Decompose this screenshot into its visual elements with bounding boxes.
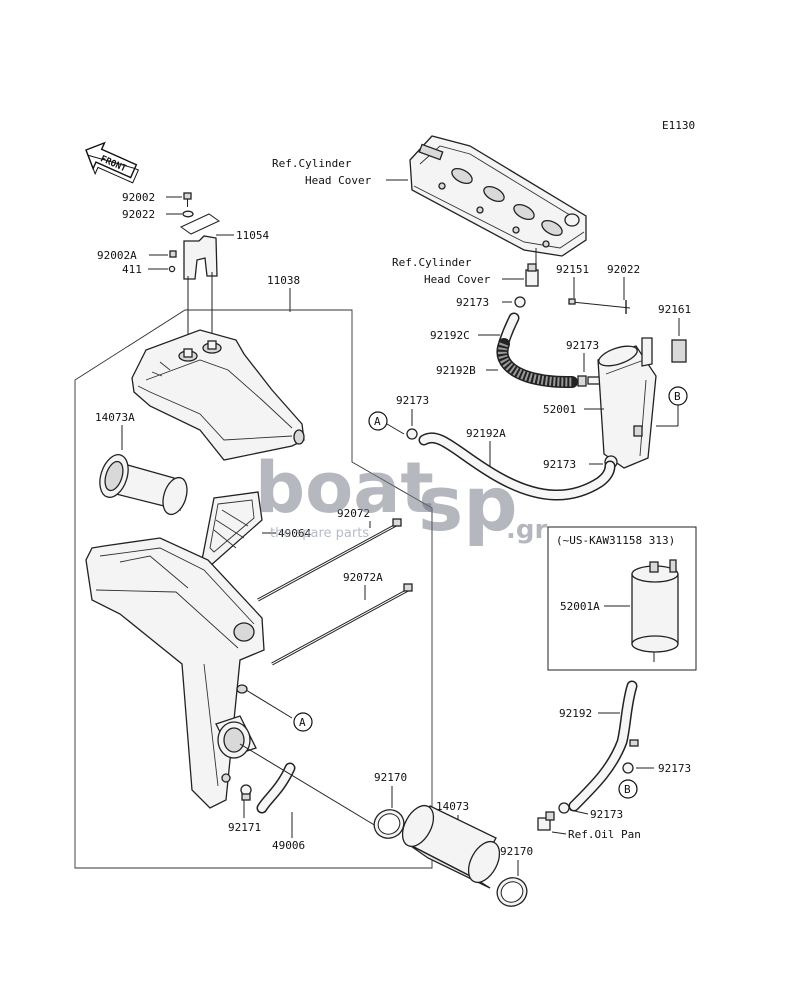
- watermark-sp: sp: [418, 459, 518, 548]
- label-92002: 92002: [122, 191, 155, 204]
- label-92173-a: 92173: [456, 296, 489, 309]
- label-11038: 11038: [267, 274, 300, 287]
- intake-tube-14073A: [99, 454, 188, 516]
- ref-oil-pan: Ref.Oil Pan: [568, 828, 641, 841]
- label-92192A: 92192A: [466, 427, 506, 440]
- label-11054: 11054: [236, 229, 269, 242]
- callout-B-right-label: B: [674, 390, 681, 403]
- clamp-92173-b: [577, 375, 587, 387]
- hose-92192B-corrugated: [496, 338, 578, 388]
- assembly-frame-11038: [74, 309, 433, 869]
- intake-tube-14073: [401, 804, 501, 889]
- label-52001A: 52001A: [560, 600, 600, 613]
- front-arrow-icon: FRONT: [85, 141, 140, 184]
- label-49064: 49064: [278, 527, 311, 540]
- callout-B-lower-label: B: [624, 783, 631, 796]
- label-92192C: 92192C: [430, 329, 470, 342]
- cable-tie-92072A: [271, 583, 413, 666]
- watermark-boat: boat: [255, 447, 434, 529]
- callout-B-lower: [618, 779, 638, 799]
- variant-box-label: (~US-KAW31158 313): [556, 534, 675, 547]
- bolt-92002A-icon: [169, 250, 177, 258]
- airbox-cover: [131, 329, 305, 461]
- bracket-11054: [180, 213, 220, 292]
- ref-cylinder-top-2: Head Cover: [305, 174, 372, 187]
- bolt-92002-icon: [183, 192, 192, 207]
- clamp-92173-d: [406, 428, 418, 440]
- callout-A-lower: [293, 712, 313, 732]
- label-14073A: 14073A: [95, 411, 135, 424]
- clamp-92173-f: [558, 802, 570, 814]
- label-92161: 92161: [658, 303, 691, 316]
- label-92173-e: 92173: [658, 762, 691, 775]
- label-92173-d: 92173: [396, 394, 429, 407]
- label-92173-c: 92173: [543, 458, 576, 471]
- clamp-92173-a: [514, 296, 526, 308]
- oil-pan-fitting: [537, 811, 555, 831]
- cylinder-head-cover: [409, 135, 587, 257]
- callout-A-lower-label: A: [299, 716, 306, 729]
- label-92170-lower: 92170: [500, 845, 533, 858]
- label-92002A: 92002A: [97, 249, 137, 262]
- variant-box: [547, 526, 697, 671]
- watermark-suffix: .gr: [506, 515, 547, 545]
- label-52001: 52001: [543, 403, 576, 416]
- clip-411-icon: [168, 265, 176, 273]
- label-92171: 92171: [228, 821, 261, 834]
- cable-tie-92072: [257, 518, 402, 602]
- label-92170-upper: 92170: [374, 771, 407, 784]
- label-92192B: 92192B: [436, 364, 476, 377]
- label-92022-right: 92022: [607, 263, 640, 276]
- canister-52001A: [631, 559, 679, 662]
- clamp-92171: [240, 784, 252, 801]
- ref-cylinder-mid-2: Head Cover: [424, 273, 491, 286]
- label-49006: 49006: [272, 839, 305, 852]
- label-14073: 14073: [436, 800, 469, 813]
- ref-cylinder-top-1: Ref.Cylinder: [272, 157, 352, 170]
- diagram-id: E1130: [662, 119, 695, 132]
- watermark-sub: the spare parts: [270, 526, 369, 541]
- clamp-92173-e: [622, 762, 634, 774]
- gasket-49064: [201, 491, 263, 567]
- breather-fitting: [525, 263, 539, 287]
- watermark-logo: boat sp .gr the spare parts: [255, 447, 547, 548]
- ref-cylinder-mid-1: Ref.Cylinder: [392, 256, 472, 269]
- airbox-base: [85, 537, 265, 809]
- label-92192: 92192: [559, 707, 592, 720]
- label-92173-f: 92173: [590, 808, 623, 821]
- callout-A-upper: [368, 411, 388, 431]
- label-92022-washer: 92022: [122, 208, 155, 221]
- label-92072A: 92072A: [343, 571, 383, 584]
- label-92151: 92151: [556, 263, 589, 276]
- bolt-92151-icon: [568, 298, 576, 305]
- label-411: 411: [122, 263, 142, 276]
- callout-A-upper-label: A: [374, 415, 381, 428]
- label-92173-b: 92173: [566, 339, 599, 352]
- washer-92022-icon: [182, 210, 194, 218]
- label-92072: 92072: [337, 507, 370, 520]
- damper-92161: [671, 339, 687, 363]
- canister-52001: [597, 337, 657, 469]
